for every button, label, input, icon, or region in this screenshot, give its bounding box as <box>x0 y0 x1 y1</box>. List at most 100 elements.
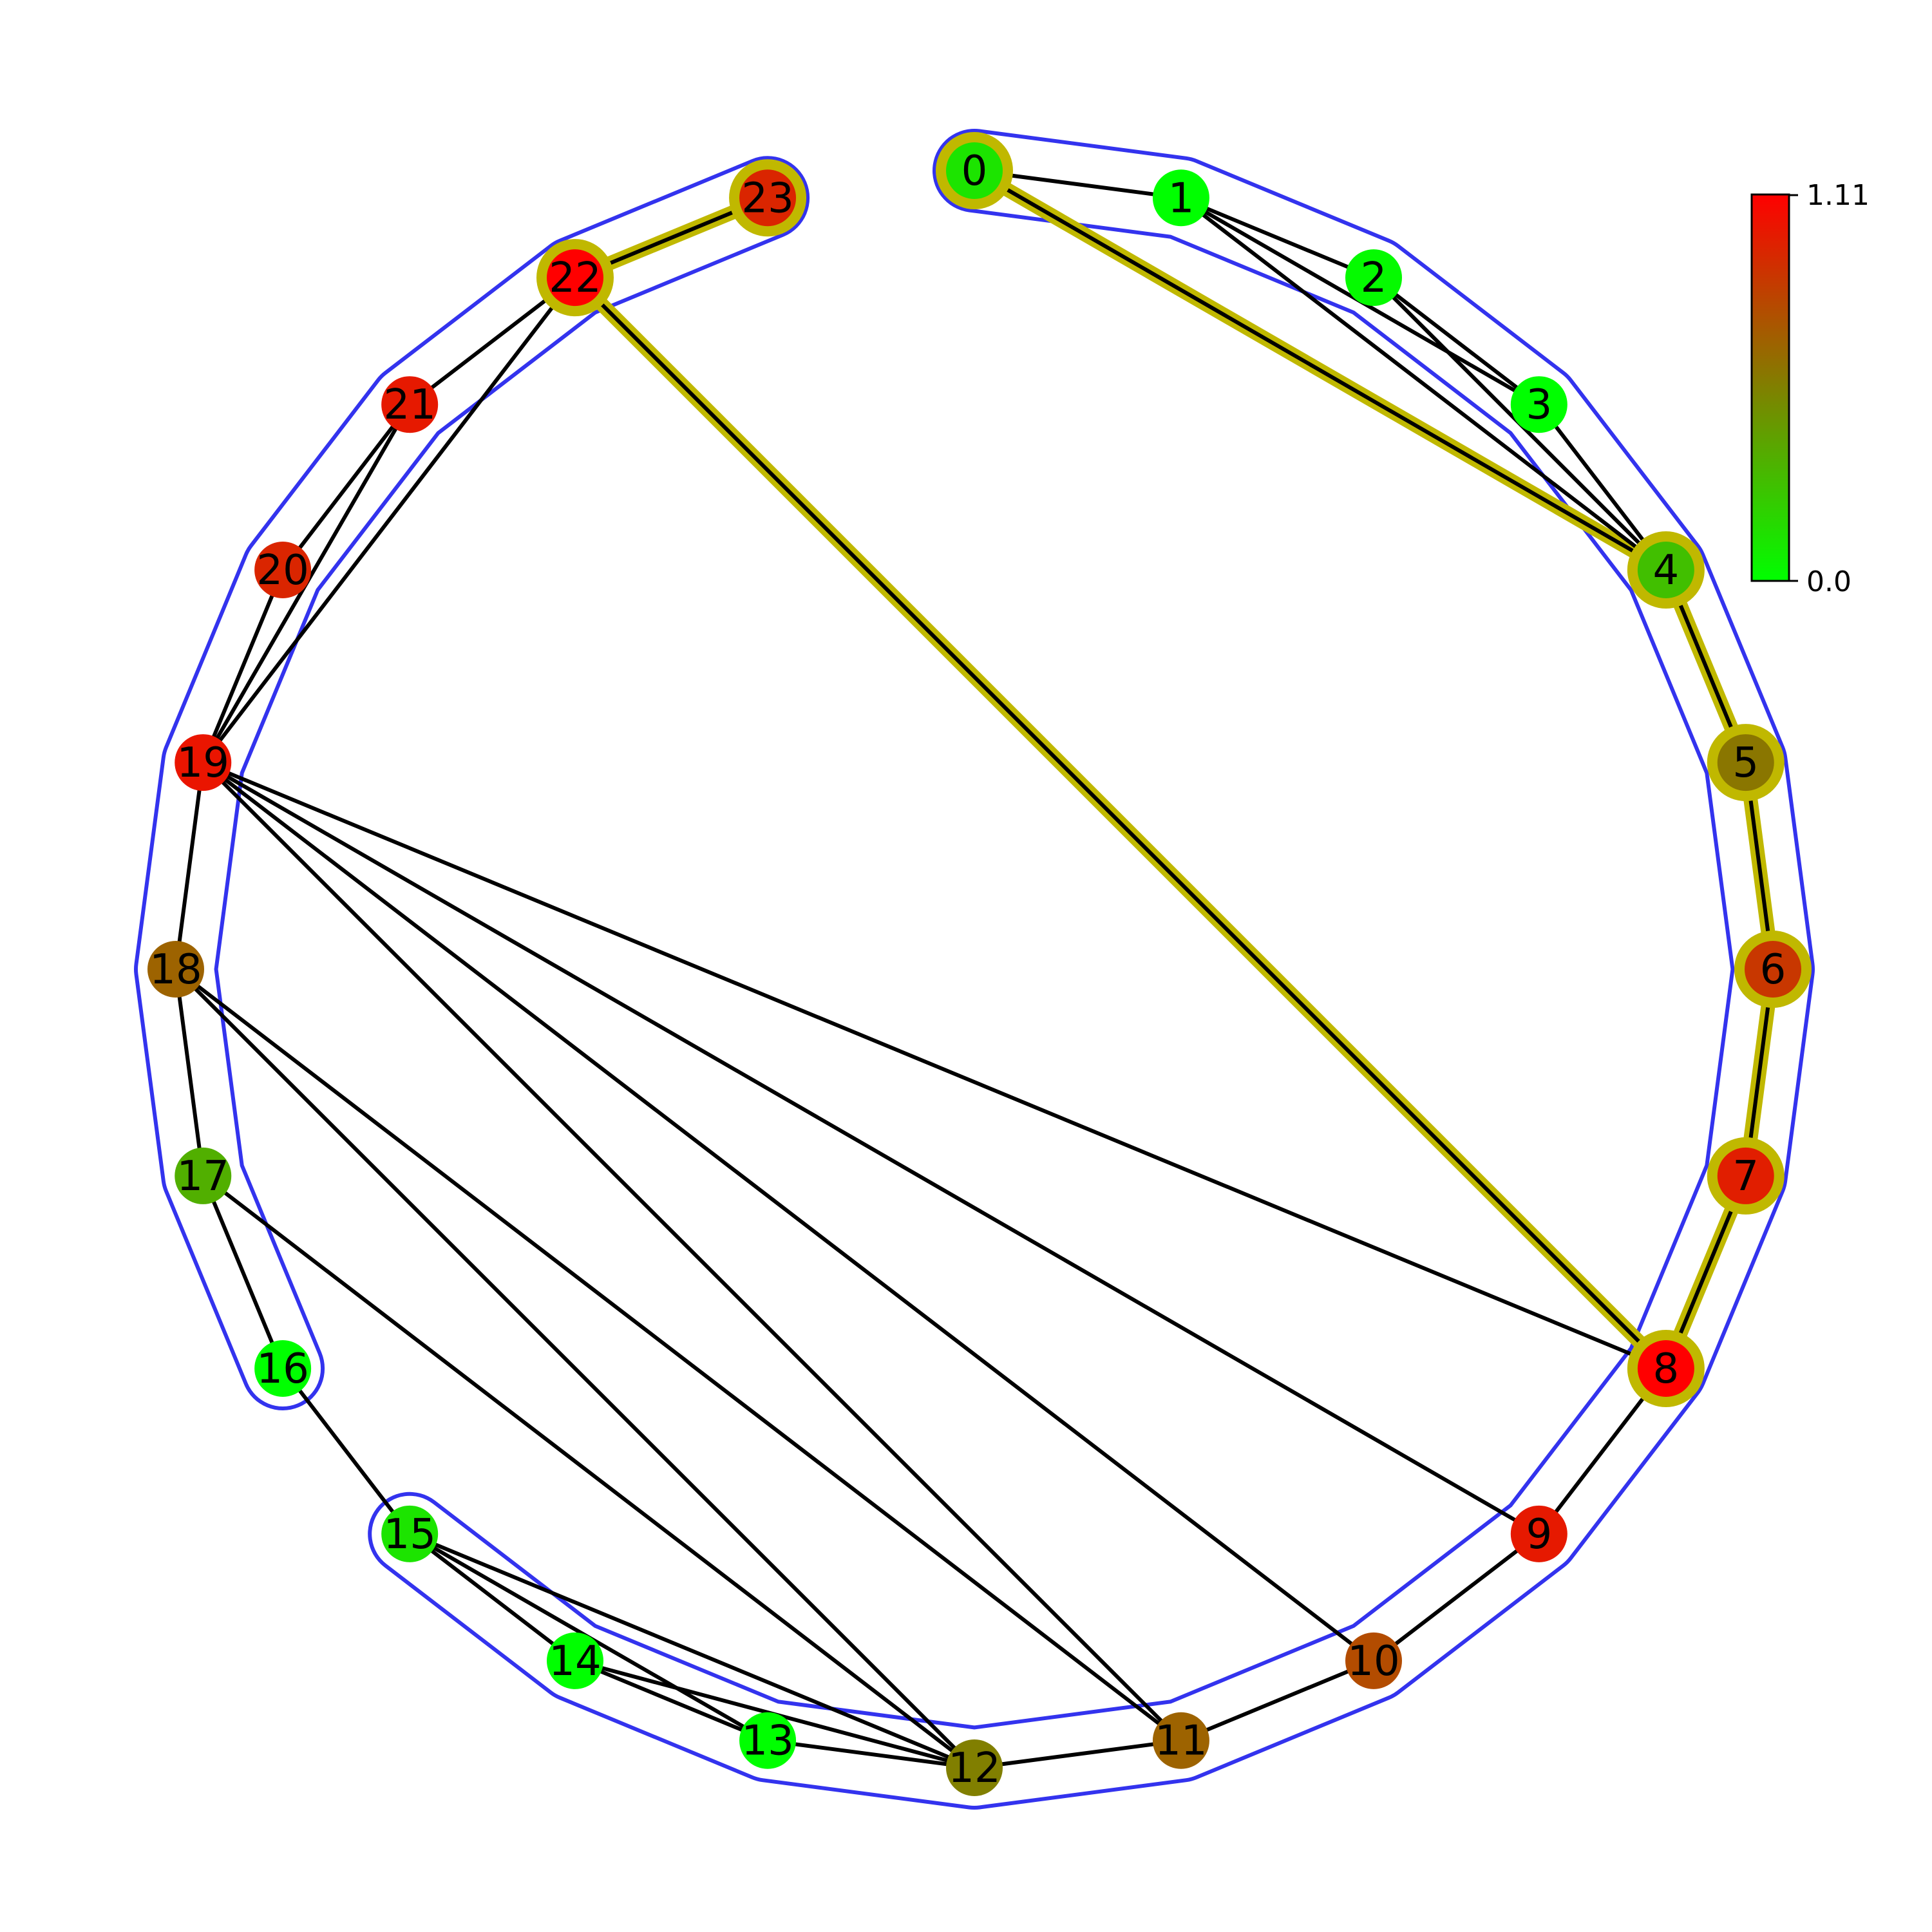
edge-20-21 <box>281 403 412 571</box>
node-9: 9 <box>1510 1505 1567 1562</box>
node-circle <box>175 734 232 791</box>
edge-0-4 <box>973 169 1667 572</box>
node-14: 14 <box>547 1632 603 1689</box>
node-label: 19 <box>177 739 229 787</box>
edge-19-9 <box>202 761 1540 1536</box>
node-label: 15 <box>383 1511 435 1558</box>
edge-9-10 <box>1372 1532 1540 1663</box>
node-label: 14 <box>549 1638 601 1685</box>
node-21: 21 <box>381 376 439 433</box>
edge-1-2 <box>1180 196 1375 279</box>
edge-19-11 <box>202 761 1183 1742</box>
node-label: 9 <box>1526 1511 1552 1558</box>
node-circle <box>1637 1340 1694 1397</box>
edge-12-15 <box>409 1532 976 1770</box>
node-label: 0 <box>961 147 988 195</box>
node-label: 7 <box>1732 1153 1759 1200</box>
edge-11-12 <box>974 1738 1182 1770</box>
node-6: 6 <box>1734 931 1812 1008</box>
node-label: 23 <box>741 175 793 222</box>
node-10: 10 <box>1345 1632 1402 1689</box>
node-circle <box>1745 941 1801 998</box>
node-12: 12 <box>946 1739 1003 1796</box>
node-circle <box>1152 1712 1209 1769</box>
edge-17-18 <box>174 969 205 1177</box>
node-circle <box>739 169 797 227</box>
node-circle <box>381 1505 439 1562</box>
edge-2-3 <box>1372 276 1540 406</box>
edge-19-10 <box>202 761 1375 1663</box>
node-circle <box>1637 542 1694 598</box>
colorbar-gradient <box>1750 193 1790 582</box>
node-circle <box>1152 169 1209 227</box>
node-circle <box>1345 1632 1402 1689</box>
node-circle <box>739 1712 797 1769</box>
node-0: 0 <box>936 132 1013 209</box>
node-22: 22 <box>536 239 614 317</box>
node-8: 8 <box>1627 1330 1705 1407</box>
edge-16-17 <box>201 1175 285 1370</box>
node-17: 17 <box>175 1147 232 1204</box>
group-outline-fill-main-group <box>372 133 1811 1806</box>
node-circle <box>381 376 439 433</box>
node-5: 5 <box>1707 724 1785 802</box>
node-1: 1 <box>1152 169 1209 227</box>
node-4: 4 <box>1627 531 1705 609</box>
node-circle <box>946 142 1003 199</box>
node-2: 2 <box>1345 249 1402 307</box>
node-circle <box>547 249 603 307</box>
node-15: 15 <box>381 1505 439 1562</box>
edge-10-11 <box>1180 1659 1375 1743</box>
edge-12-13 <box>767 1738 975 1770</box>
node-circle <box>1345 249 1402 307</box>
node-label: 3 <box>1526 381 1552 429</box>
edge-19-22 <box>201 276 577 764</box>
node-11: 11 <box>1152 1712 1209 1769</box>
node-7: 7 <box>1707 1137 1785 1215</box>
node-label: 1 <box>1168 175 1195 222</box>
node-label: 16 <box>256 1345 308 1393</box>
node-circle <box>147 941 204 998</box>
node-16: 16 <box>254 1340 312 1397</box>
node-20: 20 <box>254 542 312 598</box>
node-circle <box>1717 734 1774 791</box>
node-23: 23 <box>729 159 807 237</box>
node-circle <box>946 1739 1003 1796</box>
node-label: 5 <box>1732 739 1759 787</box>
colorbar-min-label: 0.0 <box>1806 565 1852 598</box>
node-circle <box>1717 1147 1774 1204</box>
node-19: 19 <box>175 734 232 791</box>
node-label: 21 <box>383 381 435 429</box>
edge-15-16 <box>281 1367 412 1535</box>
edge-18-19 <box>174 762 205 970</box>
edge-18-11 <box>175 967 1182 1743</box>
colorbar: 1.11 0.0 <box>1750 179 1870 598</box>
node-circle <box>254 1340 312 1397</box>
highlighted-path <box>568 164 1780 1376</box>
node-3: 3 <box>1510 376 1567 433</box>
edge-13-14 <box>574 1659 769 1743</box>
node-18: 18 <box>147 941 204 998</box>
colorbar-max-label: 1.11 <box>1806 179 1870 212</box>
edge-17-12 <box>202 1174 976 1770</box>
node-label: 11 <box>1155 1718 1207 1765</box>
node-circle <box>1510 1505 1567 1562</box>
node-label: 6 <box>1760 946 1786 994</box>
node-label: 8 <box>1653 1345 1680 1393</box>
node-label: 2 <box>1361 254 1387 302</box>
node-label: 4 <box>1653 547 1680 594</box>
edge-19-20 <box>201 569 285 764</box>
node-circle <box>175 1147 232 1204</box>
node-label: 20 <box>256 547 308 594</box>
node-circle <box>547 1632 603 1689</box>
edge-14-15 <box>408 1532 576 1663</box>
node-13: 13 <box>739 1712 797 1769</box>
node-label: 12 <box>948 1745 1000 1792</box>
edge-19-8 <box>202 761 1667 1370</box>
node-label: 18 <box>149 946 202 994</box>
node-circle <box>1510 376 1567 433</box>
node-label: 13 <box>741 1718 793 1765</box>
node-label: 22 <box>549 254 601 302</box>
